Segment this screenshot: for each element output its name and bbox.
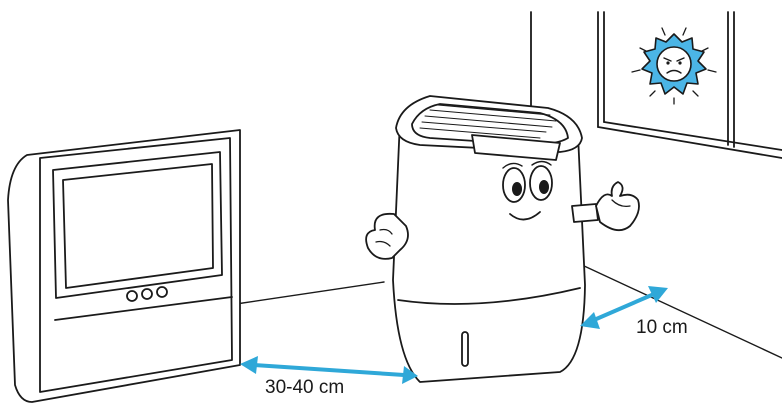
crt-television — [8, 130, 240, 402]
tv-knob — [142, 289, 152, 299]
wall-distance-label: 10 cm — [636, 317, 688, 339]
window — [598, 12, 782, 158]
smiling-dehumidifier-icon — [366, 96, 639, 382]
water-level-window — [462, 332, 468, 366]
tv-knob — [127, 291, 137, 301]
tv-distance-label: 30-40 cm — [265, 377, 344, 399]
tv-knob — [157, 287, 167, 297]
angry-sun-icon — [632, 28, 716, 104]
